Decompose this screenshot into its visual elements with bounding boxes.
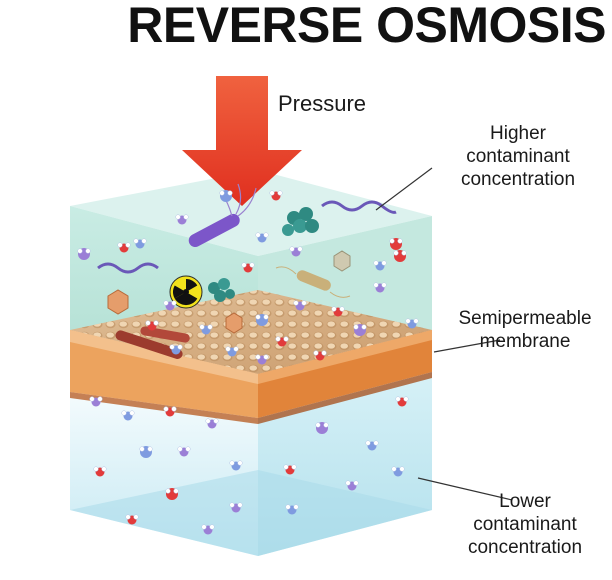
bacteria-icon bbox=[115, 183, 351, 359]
water-molecule-icon bbox=[121, 410, 135, 421]
water-molecule-icon bbox=[225, 346, 239, 357]
virus-icon bbox=[107, 250, 351, 334]
radiation-icon bbox=[169, 275, 203, 309]
water-molecule-icon bbox=[241, 262, 255, 273]
water-molecule-icon bbox=[255, 314, 269, 326]
water-molecule-icon bbox=[169, 344, 183, 355]
water-molecule-icon bbox=[373, 282, 387, 293]
water-molecule-icon bbox=[145, 320, 159, 331]
pressure-arrow-icon bbox=[182, 76, 302, 206]
contaminant-cluster-icon bbox=[208, 207, 319, 302]
water-molecule-icon bbox=[93, 466, 107, 477]
water-molecules bbox=[77, 190, 419, 535]
water-molecule-icon bbox=[393, 250, 407, 262]
water-molecule-icon bbox=[405, 318, 419, 329]
water-molecule-icon bbox=[331, 306, 345, 317]
water-molecule-icon bbox=[345, 480, 359, 491]
water-molecule-icon bbox=[255, 232, 269, 243]
water-molecule-icon bbox=[395, 396, 409, 407]
water-molecule-icon bbox=[313, 350, 327, 361]
water-molecule-icon bbox=[117, 242, 131, 253]
water-molecule-icon bbox=[353, 324, 367, 336]
water-molecule-icon bbox=[269, 190, 283, 201]
worm-icon bbox=[97, 200, 397, 274]
water-molecule-icon bbox=[373, 260, 387, 271]
water-molecule-icon bbox=[283, 464, 297, 475]
water-molecule-icon bbox=[315, 422, 329, 434]
water-molecule-icon bbox=[139, 446, 153, 458]
water-molecule-icon bbox=[219, 190, 233, 202]
water-molecule-icon bbox=[163, 300, 177, 311]
water-molecule-icon bbox=[293, 300, 307, 311]
water-molecule-icon bbox=[125, 514, 139, 525]
water-molecule-icon bbox=[177, 446, 191, 457]
water-molecule-icon bbox=[391, 466, 405, 477]
water-molecule-icon bbox=[205, 418, 219, 429]
water-molecule-icon bbox=[389, 238, 403, 250]
water-molecule-icon bbox=[133, 238, 147, 249]
water-molecule-icon bbox=[199, 324, 213, 335]
water-molecule-icon bbox=[89, 396, 103, 407]
water-molecule-icon bbox=[77, 248, 91, 260]
water-molecule-icon bbox=[229, 460, 243, 471]
water-molecule-icon bbox=[255, 354, 269, 365]
water-molecule-icon bbox=[289, 246, 303, 257]
pressure-label: Pressure bbox=[278, 91, 367, 116]
water-molecule-icon bbox=[275, 336, 289, 347]
diagram-title: REVERSE OSMOSIS bbox=[127, 0, 606, 53]
water-molecule-icon bbox=[365, 440, 379, 451]
water-molecule-icon bbox=[229, 502, 243, 513]
water-molecule-icon bbox=[201, 524, 215, 535]
water-molecule-icon bbox=[165, 488, 179, 500]
water-molecule-icon bbox=[285, 504, 299, 515]
water-molecule-icon bbox=[175, 214, 189, 225]
water-molecule-icon bbox=[163, 406, 177, 417]
clean-water-chamber bbox=[70, 372, 432, 556]
